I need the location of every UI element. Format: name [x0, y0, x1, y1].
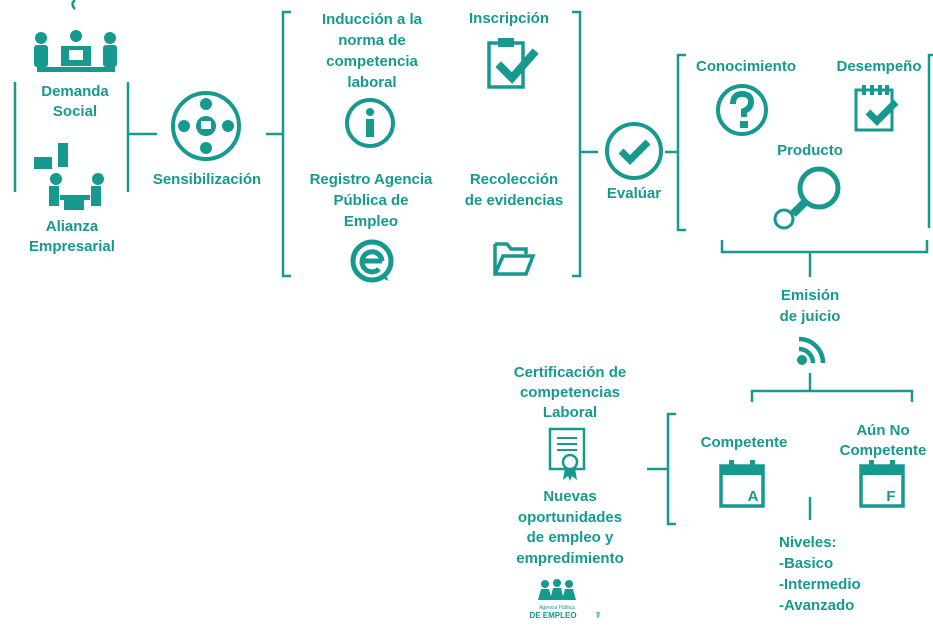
- logo-line2: DE EMPLEO: [529, 611, 576, 620]
- info-icon: [345, 98, 395, 148]
- emision-juicio-label: Emisión de juicio: [779, 287, 841, 325]
- induccion-label: Inducción a la norma de competencia labo…: [321, 11, 423, 91]
- demanda-social-label: Demanda Social: [41, 83, 109, 120]
- calendar-letter-a: A: [748, 488, 759, 505]
- calendar-a-icon: A: [719, 460, 765, 508]
- recoleccion-label: Recolección de evidencias: [464, 171, 564, 209]
- people-meeting-icon: [34, 30, 117, 72]
- certificacion-label: Certificación de competencias Laboral: [513, 364, 627, 421]
- clipboard-check-icon: [487, 38, 539, 89]
- network-icon: [171, 91, 241, 161]
- broadcast-icon: [797, 336, 826, 365]
- inscripcion-label: Inscripción: [468, 10, 550, 27]
- certificate-icon: [548, 427, 586, 481]
- evaluar-label: Evalúar: [606, 185, 662, 202]
- producto-label: Producto: [777, 142, 843, 159]
- question-icon: [716, 84, 768, 136]
- folder-icon: [493, 242, 536, 276]
- conocimiento-label: Conocimiento: [696, 58, 796, 75]
- desempeno-label: Desempeño: [836, 58, 922, 75]
- logo-line1: Agencia Pública: [539, 605, 575, 611]
- magnifier-icon: [773, 166, 841, 230]
- sensibilizacion-label: Sensibilización: [152, 171, 262, 188]
- registro-e-icon: [350, 239, 394, 283]
- calendar-f-icon: F: [859, 460, 905, 508]
- agency-logo: Agencia Pública DE EMPLEO ☤: [529, 579, 601, 620]
- check-circle-icon: [605, 122, 663, 180]
- aun-no-competente-label: Aún No Competente: [839, 422, 927, 459]
- svg-text:☤: ☤: [595, 610, 601, 620]
- calendar-check-icon: [854, 85, 899, 132]
- nuevas-oportunidades-label: Nuevas oportunidades de empleo y empredi…: [516, 488, 624, 567]
- niveles-label: Niveles: -Basico -Intermedio -Avanzado: [779, 534, 861, 614]
- calendar-letter-f: F: [886, 488, 895, 505]
- alianza-empresarial-label: Alianza Empresarial: [29, 218, 115, 255]
- business-alliance-icon: [34, 143, 104, 210]
- registro-agencia-label: Registro Agencia Pública de Empleo: [309, 171, 433, 230]
- competente-label: Competente: [700, 434, 788, 451]
